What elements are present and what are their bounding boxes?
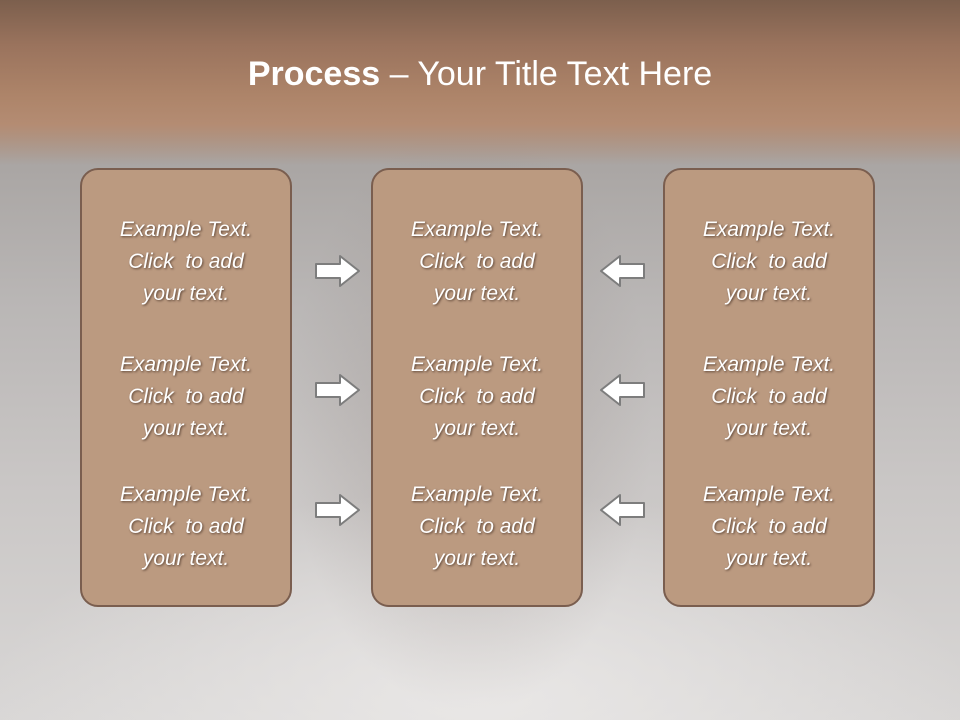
text-line: Example Text.: [410, 218, 544, 241]
text-line: Example Text.: [410, 483, 544, 506]
text-block[interactable]: Example Text. Click to add your text.: [373, 214, 581, 310]
text-line: your text.: [142, 282, 230, 305]
text-line: your text.: [142, 547, 230, 570]
left-arrow-icon: [600, 374, 645, 406]
text-line: Example Text.: [119, 218, 253, 241]
text-line: Click to add: [128, 250, 244, 273]
text-block[interactable]: Example Text. Click to add your text.: [82, 479, 290, 575]
text-line: Example Text.: [702, 218, 836, 241]
right-arrow-icon: [315, 255, 360, 287]
text-line: your text.: [433, 282, 521, 305]
process-panel-left[interactable]: Example Text. Click to add your text. Ex…: [80, 168, 292, 607]
text-line: your text.: [725, 417, 813, 440]
text-line: Click to add: [419, 250, 535, 273]
text-line: Example Text.: [410, 353, 544, 376]
title-bold: Process: [247, 55, 381, 93]
text-block[interactable]: Example Text. Click to add your text.: [82, 349, 290, 445]
header-band: [0, 0, 960, 165]
text-line: Example Text.: [119, 483, 253, 506]
text-block[interactable]: Example Text. Click to add your text.: [665, 479, 873, 575]
text-block[interactable]: Example Text. Click to add your text.: [82, 214, 290, 310]
text-line: Click to add: [711, 515, 827, 538]
text-line: your text.: [142, 417, 230, 440]
process-panel-right[interactable]: Example Text. Click to add your text. Ex…: [663, 168, 875, 607]
process-panel-middle[interactable]: Example Text. Click to add your text. Ex…: [371, 168, 583, 607]
text-block[interactable]: Example Text. Click to add your text.: [665, 349, 873, 445]
text-line: your text.: [433, 547, 521, 570]
text-line: Click to add: [711, 385, 827, 408]
text-block[interactable]: Example Text. Click to add your text.: [373, 479, 581, 575]
text-line: Click to add: [128, 385, 244, 408]
text-line: Click to add: [128, 515, 244, 538]
slide-title[interactable]: Process – Your Title Text Here: [0, 52, 960, 96]
text-line: Example Text.: [119, 353, 253, 376]
text-block[interactable]: Example Text. Click to add your text.: [373, 349, 581, 445]
text-line: Example Text.: [702, 483, 836, 506]
title-rest: – Your Title Text Here: [380, 55, 713, 93]
left-arrow-icon: [600, 255, 645, 287]
right-arrow-icon: [315, 494, 360, 526]
text-line: Click to add: [419, 515, 535, 538]
text-line: your text.: [725, 282, 813, 305]
text-line: Example Text.: [702, 353, 836, 376]
text-line: Click to add: [711, 250, 827, 273]
text-line: your text.: [433, 417, 521, 440]
text-block[interactable]: Example Text. Click to add your text.: [665, 214, 873, 310]
text-line: your text.: [725, 547, 813, 570]
text-line: Click to add: [419, 385, 535, 408]
left-arrow-icon: [600, 494, 645, 526]
right-arrow-icon: [315, 374, 360, 406]
